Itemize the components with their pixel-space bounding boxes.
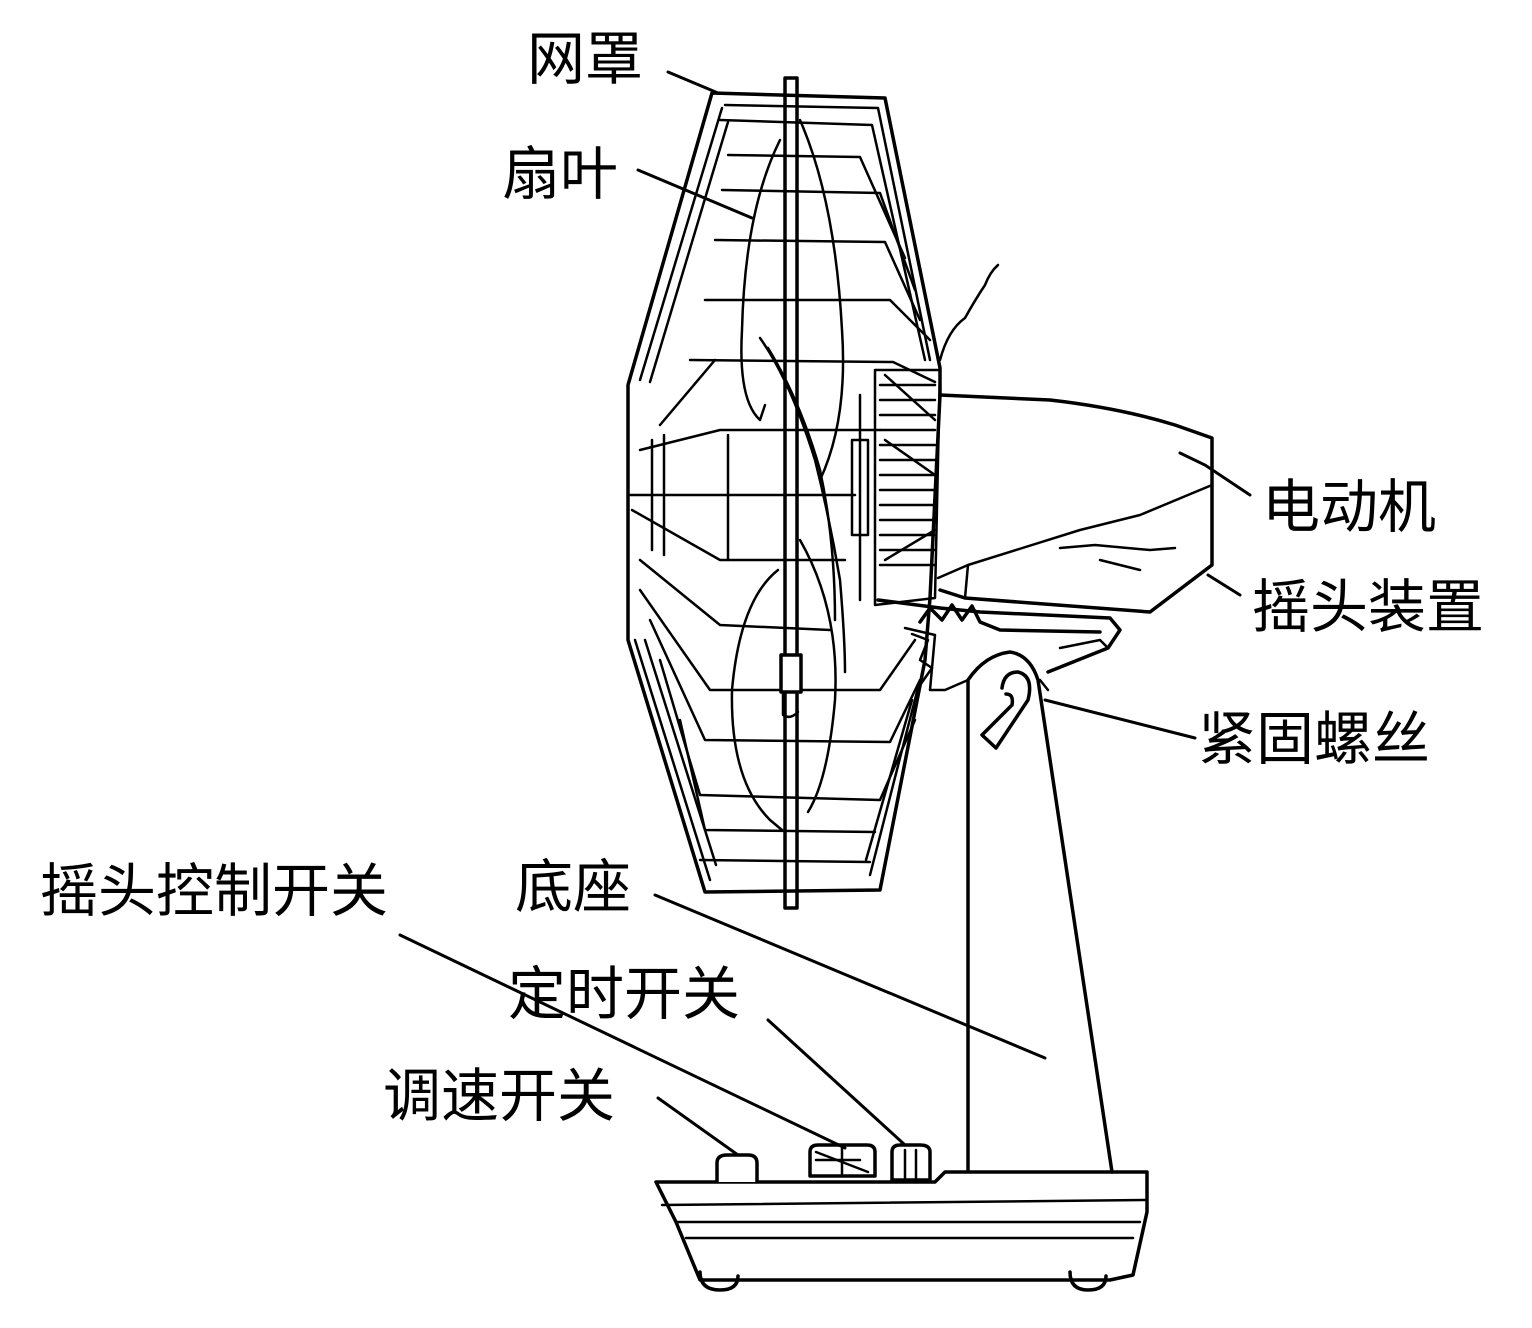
label-oscillation-switch: 摇头控制开关: [40, 857, 389, 925]
leader-lines: [398, 70, 1252, 1157]
oscillation-mechanism: [876, 598, 1122, 692]
motor-housing: [936, 393, 1214, 614]
label-blade: 扇叶: [502, 140, 619, 208]
fan-guard: [626, 91, 1000, 894]
label-motor: 电动机: [1262, 473, 1437, 541]
label-guard: 网罩: [527, 25, 644, 93]
label-base: 底座: [515, 853, 632, 921]
fan-blades: [730, 76, 847, 910]
label-oscillator: 摇头装置: [1252, 573, 1485, 641]
label-screw: 紧固螺丝: [1198, 705, 1431, 773]
fan-stand: [966, 650, 1114, 1174]
label-speed-switch: 调速开关: [383, 1062, 616, 1130]
oscillation-switch-knob: [808, 1143, 877, 1178]
label-timer-switch: 定时开关: [508, 960, 741, 1028]
speed-switch-knob: [715, 1153, 759, 1182]
fan-base: [654, 1170, 1149, 1292]
timer-switch-knob: [890, 1143, 932, 1182]
